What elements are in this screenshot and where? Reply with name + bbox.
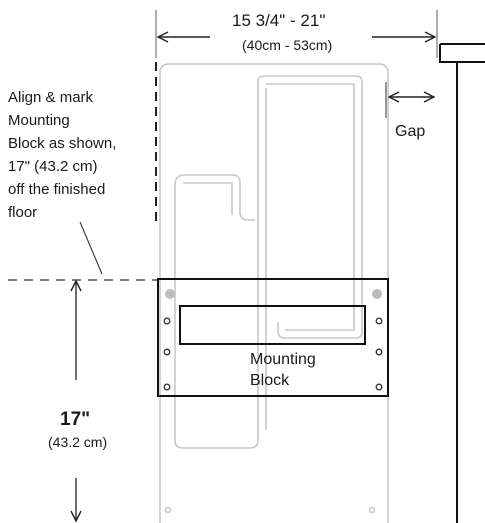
- adjacent-cabinet: [439, 43, 485, 523]
- instruction-line-5: off the finished: [8, 181, 106, 198]
- instruction-line-1: Align & mark: [8, 89, 94, 106]
- instruction-line-4: 17" (43.2 cm): [8, 158, 98, 175]
- instruction-line-6: floor: [8, 204, 38, 221]
- appliance-outline: [159, 63, 389, 523]
- leader-line: [79, 221, 103, 275]
- instruction-line-2: Mounting: [8, 112, 70, 129]
- mounting-block: [157, 278, 389, 397]
- width-metric-label: (40cm - 53cm): [242, 37, 333, 53]
- block-label-line-1: Mounting: [250, 351, 316, 368]
- block-label-line-2: Block: [250, 372, 290, 389]
- height-metric-label: (43.2 cm): [48, 434, 108, 450]
- instruction-line-3: Block as shown,: [8, 135, 117, 152]
- height-label: 17": [60, 409, 91, 430]
- width-label: 15 3/4" - 21": [232, 11, 326, 30]
- gap-label: Gap: [395, 123, 426, 140]
